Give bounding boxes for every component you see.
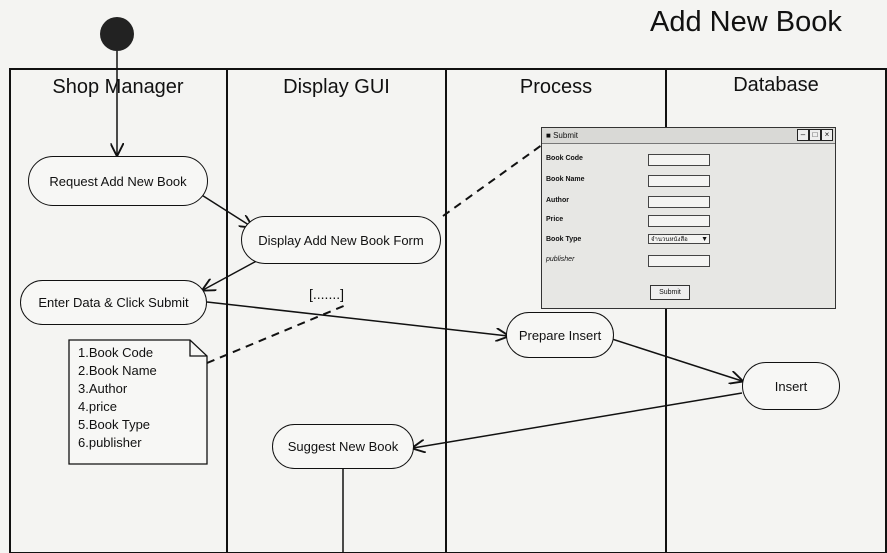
flow-request-to-display bbox=[196, 191, 252, 227]
close-icon[interactable]: × bbox=[821, 129, 833, 141]
swimlane-frame bbox=[9, 68, 887, 553]
node-display-add-new-book-form: Display Add New Book Form bbox=[241, 216, 441, 264]
node-prepare-insert: Prepare Insert bbox=[506, 312, 614, 358]
note-item: 3.Author bbox=[78, 381, 128, 396]
field-label-price: Price bbox=[546, 216, 564, 223]
field-label-author: Author bbox=[546, 197, 569, 204]
book-type-select[interactable]: จำนวนหนังสือ ▼ bbox=[648, 234, 710, 244]
field-label-publisher: publisher bbox=[546, 256, 575, 263]
node-suggest-new-book: Suggest New Book bbox=[272, 424, 414, 469]
maximize-icon[interactable]: □ bbox=[809, 129, 821, 141]
guard-bracket: [.......] bbox=[309, 286, 345, 302]
flow-prepare-to-insert bbox=[611, 338, 742, 381]
flow-display-to-enter bbox=[203, 257, 263, 290]
book-code-input[interactable] bbox=[648, 154, 710, 166]
book-type-value: จำนวนหนังสือ bbox=[651, 237, 688, 243]
node-request-add-new-book: Request Add New Book bbox=[28, 156, 208, 206]
note-item: 4.price bbox=[78, 399, 118, 414]
window-titlebar: ■ Submit – □ × bbox=[542, 128, 835, 144]
flow-enter-to-prepare bbox=[206, 301, 508, 336]
lane-header-shop-manager: Shop Manager bbox=[52, 76, 184, 98]
note-item: 2.Book Name bbox=[78, 363, 157, 378]
note-shape bbox=[68, 339, 208, 465]
author-input[interactable] bbox=[648, 196, 710, 208]
minimize-icon[interactable]: – bbox=[797, 129, 809, 141]
publisher-input[interactable] bbox=[648, 255, 710, 267]
node-enter-data-click-submit: Enter Data & Click Submit bbox=[20, 280, 207, 325]
field-label-book-type: Book Type bbox=[546, 236, 582, 243]
node-insert: Insert bbox=[742, 362, 840, 410]
field-label-book-name: Book Name bbox=[546, 176, 585, 183]
dashed-link-note bbox=[206, 304, 347, 364]
start-node bbox=[100, 17, 134, 51]
lane-header-display-gui: Display GUI bbox=[283, 76, 390, 98]
flow-insert-to-suggest bbox=[413, 392, 743, 448]
diagram-title: Add New Book bbox=[650, 6, 842, 38]
book-name-input[interactable] bbox=[648, 175, 710, 187]
submit-button[interactable]: Submit bbox=[650, 285, 690, 300]
note-item: 5.Book Type bbox=[78, 417, 151, 432]
submit-form-window: ■ Submit – □ × Book Code Book Name Autho… bbox=[541, 127, 836, 309]
window-icon: ■ bbox=[546, 131, 551, 140]
lane-header-process: Process bbox=[519, 76, 593, 98]
field-label-book-code: Book Code bbox=[546, 155, 583, 162]
dashed-link-form bbox=[442, 141, 547, 217]
chevron-down-icon: ▼ bbox=[701, 236, 708, 243]
price-input[interactable] bbox=[648, 215, 710, 227]
note-fold bbox=[189, 340, 207, 357]
lane-header-database: Database bbox=[733, 74, 819, 96]
note-item: 1.Book Code bbox=[78, 345, 154, 360]
note-field-list: 1.Book Code 2.Book Name 3.Author 4.price… bbox=[69, 340, 207, 464]
window-title: Submit bbox=[553, 131, 578, 140]
note-item: 6.publisher bbox=[78, 435, 142, 450]
